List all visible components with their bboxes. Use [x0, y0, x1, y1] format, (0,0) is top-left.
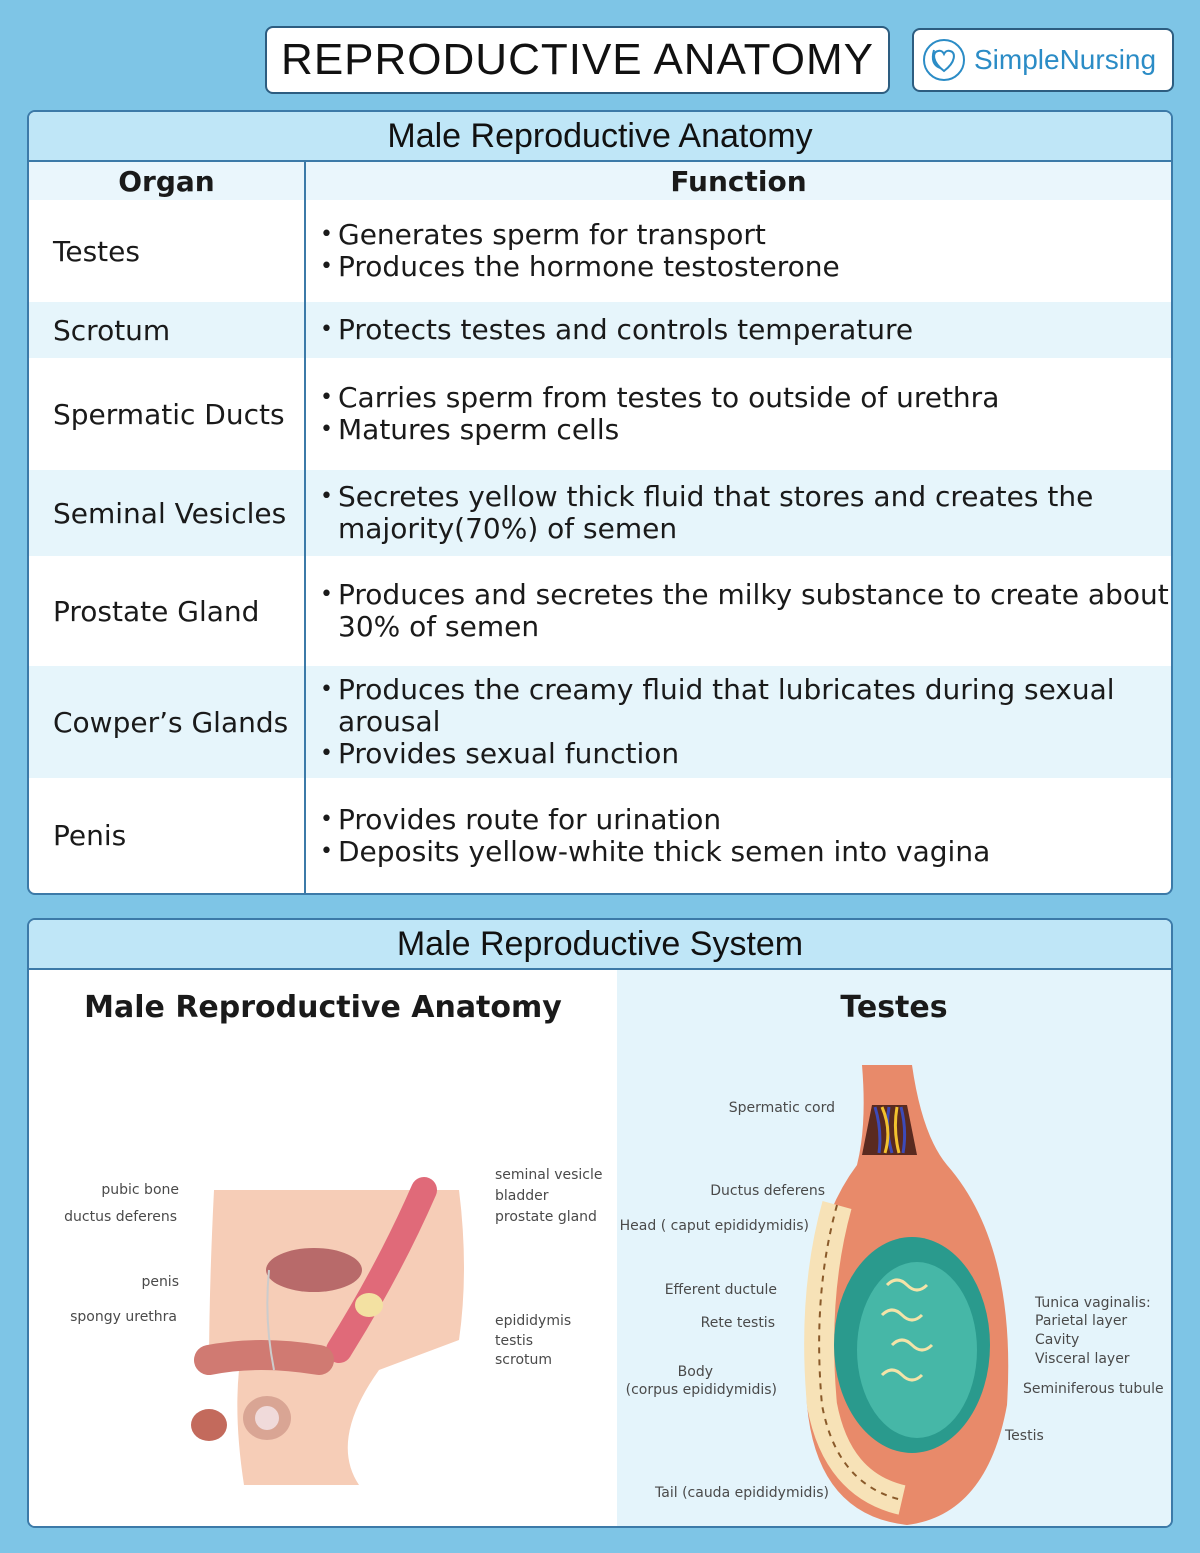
- label-seminiferous-tubule: Seminiferous tubule: [1023, 1381, 1164, 1397]
- anatomy-diagram-section: Male Reproductive Anatomy pubic bone duc…: [29, 970, 617, 1526]
- label-spermatic-cord: Spermatic cord: [728, 1100, 835, 1116]
- anatomy-diagram-title: Male Reproductive Anatomy: [84, 990, 562, 1025]
- organ-cell: Prostate Gland: [29, 556, 306, 666]
- system-panel: Male Reproductive System Male Reproducti…: [27, 918, 1173, 1528]
- function-cell: Generates sperm for transport Produces t…: [305, 200, 1171, 302]
- column-header-function: Function: [305, 162, 1171, 200]
- label-scrotum: scrotum: [495, 1352, 553, 1368]
- organ-cell: Cowper’s Glands: [29, 666, 306, 778]
- label-cavity: Cavity: [1035, 1332, 1080, 1348]
- table-row: Prostate Gland Produces and secretes the…: [29, 556, 1171, 666]
- male-anatomy-illustration: [191, 1177, 464, 1485]
- function-cell: Secretes yellow thick fluid that stores …: [305, 470, 1171, 556]
- testes-diagram-title: Testes: [840, 990, 948, 1025]
- organ-cell: Scrotum: [29, 302, 306, 358]
- label-body: Body: [677, 1364, 713, 1380]
- table-row: Seminal Vesicles Secretes yellow thick f…: [29, 470, 1171, 556]
- function-cell: Carries sperm from testes to outside of …: [305, 358, 1171, 470]
- label-efferent-ductule: Efferent ductule: [664, 1282, 777, 1298]
- function-bullet: Provides route for urination: [318, 803, 1171, 836]
- label-head-epididymis: Head ( caput epididymidis): [619, 1218, 809, 1234]
- table-panel-title: Male Reproductive Anatomy: [29, 112, 1171, 162]
- label-testis: Testis: [1005, 1428, 1044, 1444]
- function-bullet: Matures sperm cells: [318, 414, 1171, 447]
- function-bullet: Protects testes and controls temperature: [318, 314, 1171, 347]
- function-bullet: Produces the creamy fluid that lubricate…: [318, 674, 1171, 738]
- function-bullet: Produces and secretes the milky substanc…: [318, 579, 1171, 643]
- label-ductus-deferens: ductus deferens: [64, 1209, 177, 1225]
- label-corpus-epididymidis: (corpus epididymidis): [625, 1382, 777, 1398]
- testes-diagram-section: Testes Spermatic cord Ductus deferens He…: [617, 970, 1171, 1526]
- organ-cell: Penis: [29, 778, 306, 893]
- label-visceral-layer: Visceral layer: [1035, 1351, 1130, 1367]
- organ-cell: Seminal Vesicles: [29, 470, 306, 556]
- function-bullet: Generates sperm for transport: [318, 219, 1171, 252]
- function-cell: Produces the creamy fluid that lubricate…: [305, 666, 1171, 778]
- function-bullet: Provides sexual function: [318, 738, 1171, 771]
- table-row: Scrotum Protects testes and controls tem…: [29, 302, 1171, 358]
- table-row: Cowper’s Glands Produces the creamy flui…: [29, 666, 1171, 778]
- label-seminal-vesicle: seminal vesicle: [495, 1167, 603, 1183]
- system-panel-title: Male Reproductive System: [29, 920, 1171, 970]
- testes-illustration: [804, 1065, 1009, 1525]
- brand-logo: SimpleNursing: [912, 28, 1174, 92]
- label-penis: penis: [141, 1274, 179, 1290]
- label-parietal-layer: Parietal layer: [1035, 1313, 1128, 1329]
- column-header-organ: Organ: [29, 162, 306, 200]
- table-row: Spermatic Ducts Carries sperm from teste…: [29, 358, 1171, 470]
- label-epididymis: epididymis: [495, 1313, 572, 1329]
- label-tail-epididymis: Tail (cauda epididymidis): [655, 1485, 829, 1501]
- label-rete-testis: Rete testis: [700, 1315, 775, 1331]
- function-cell: Protects testes and controls temperature: [305, 302, 1171, 358]
- brand-name: SimpleNursing: [974, 44, 1157, 75]
- function-bullet: Secretes yellow thick fluid that stores …: [318, 481, 1171, 545]
- organ-cell: Testes: [29, 200, 306, 302]
- table-row: Penis Provides route for urination Depos…: [29, 778, 1171, 893]
- anatomy-table-panel: Male Reproductive Anatomy Organ Function…: [27, 110, 1173, 895]
- organ-cell: Spermatic Ducts: [29, 358, 306, 470]
- function-bullet: Carries sperm from testes to outside of …: [318, 382, 1171, 415]
- label-ductus-deferens: Ductus deferens: [710, 1183, 825, 1199]
- function-bullet: Deposits yellow-white thick semen into v…: [318, 835, 1171, 868]
- label-prostate-gland: prostate gland: [495, 1209, 597, 1225]
- anatomy-table: Organ Function Testes Generates sperm fo…: [29, 162, 1171, 893]
- function-cell: Produces and secretes the milky substanc…: [305, 556, 1171, 666]
- label-testis: testis: [495, 1333, 534, 1349]
- label-bladder: bladder: [495, 1188, 549, 1204]
- table-row: Testes Generates sperm for transport Pro…: [29, 200, 1171, 302]
- label-spongy-urethra: spongy urethra: [70, 1309, 177, 1325]
- function-cell: Provides route for urination Deposits ye…: [305, 778, 1171, 893]
- label-pubic-bone: pubic bone: [101, 1182, 179, 1198]
- page-title: REPRODUCTIVE ANATOMY: [265, 26, 890, 94]
- heart-stethoscope-icon: [923, 39, 965, 81]
- function-bullet: Produces the hormone testosterone: [318, 251, 1171, 284]
- label-tunica-vaginalis: Tunica vaginalis:: [1035, 1295, 1151, 1311]
